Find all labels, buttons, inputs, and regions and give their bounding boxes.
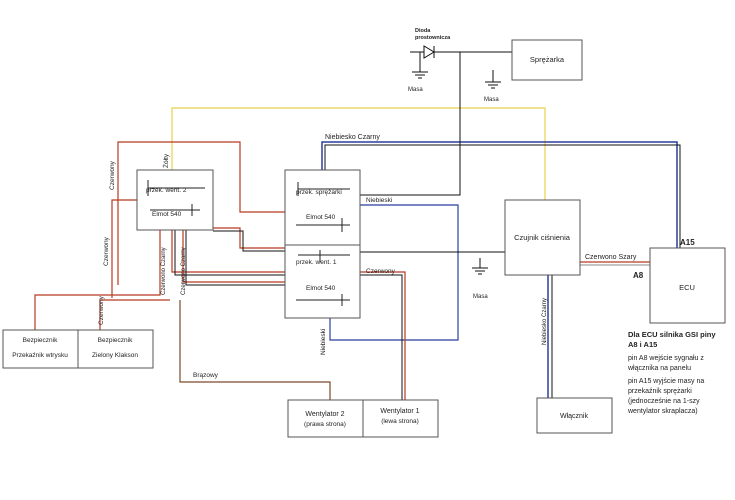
switch-label: Włącznik [560, 413, 589, 420]
wire-label-niebiesko-czarny-top: Niebiesko Czarny [325, 134, 380, 141]
fan1-desc: (lewa strona) [381, 418, 419, 425]
diode-label-2: prostownicza [415, 35, 451, 41]
ground-icon-diode [412, 71, 428, 79]
diode-icon [410, 45, 440, 59]
wire-label-brazowy: Brązowy [193, 372, 219, 379]
wire-label-zolty: Żółty [161, 153, 170, 168]
relay-went1-symbol [296, 250, 350, 306]
wire-red-black-2-black [185, 230, 320, 286]
fan2-title: Wentylator 2 [305, 411, 344, 418]
wire-blue-relayspr [329, 204, 459, 341]
wire-brown-fan2 [179, 300, 331, 400]
wire-yellow [171, 107, 546, 200]
fan1-box [362, 399, 439, 438]
wire-label-czerwono-szary: Czerwono Szary [585, 254, 637, 261]
ecu-note-line-5: pin A15 wyjście masy na [628, 378, 704, 385]
relay-went2-label: przek. went. 2 [146, 187, 187, 194]
fuse-2-box [77, 329, 154, 369]
wire-label-czerwony-1: Czerwony [109, 160, 116, 190]
wire-relay2-to-relay1-black [213, 230, 300, 252]
ecu-note-line-8: wentylator skraplacza) [627, 408, 698, 415]
fuse-1-box [2, 329, 79, 369]
pressure-sensor-box [504, 199, 581, 276]
wire-red-left-bottom [34, 230, 161, 330]
wire-red-left-2 [111, 199, 140, 298]
wire-label-niebieski-lower: Niebieski [320, 329, 327, 355]
wire-label-niebiesko-czarny-right: Niebiesko Czarny [542, 298, 548, 345]
relay-went2-box [136, 169, 214, 231]
ecu-note-line-3: pin A8 wejście sygnału z [628, 355, 704, 362]
wire-compressor-down [345, 52, 461, 196]
fuse-2-desc: Zielony Klakson [92, 352, 138, 359]
wire-label-czerwony-4: Czerwony [366, 268, 396, 275]
fan2-box [287, 399, 364, 438]
wire-label-czerwono-czarny-1: Czerwono Czarny [161, 247, 167, 295]
relay-went2-model: Elmot 540 [152, 211, 182, 218]
wire-blue-black-top-blue [321, 141, 678, 248]
relay-sprezarki-model: Elmot 540 [306, 214, 336, 221]
ecu-note-line-1: Dla ECU silnika GSI piny [628, 330, 716, 339]
wire-red-left-bottom-2 [99, 299, 170, 330]
wire-label-czerwono-czarny-2: Czerwono Czarny [181, 247, 187, 295]
pressure-sensor-label: Czujnik ciśnienia [514, 233, 571, 242]
mass-label-compressor: Masa [484, 97, 499, 103]
fuse-2-title: Bezpiecznik [98, 337, 133, 344]
wire-red-black-2-red [182, 230, 320, 283]
fan2-desc: (prawa strona) [304, 421, 346, 428]
ground-icon-compressor [485, 81, 501, 89]
wire-relay2-to-relay1 [213, 227, 300, 249]
ecu-note-line-6: przekaźnik sprężarki [628, 388, 692, 395]
relay-sprezarki-symbol [296, 182, 350, 232]
ecu-box [649, 247, 726, 324]
wire-red-black-1-red [171, 230, 300, 273]
wire-label-czerwony-3: Czerwony [98, 295, 105, 325]
mass-label-sensor: Masa [473, 294, 488, 300]
ecu-label: ECU [679, 283, 695, 292]
fuse-1-title: Bezpiecznik [23, 337, 58, 344]
ecu-note-line-7: (jednocześnie na 1-szy [628, 398, 700, 405]
ecu-note-line-2: A8 i A15 [628, 340, 657, 349]
ecu-note: Dla ECU silnika GSI piny A8 i A15 pin A8… [627, 330, 716, 415]
relay-went2-symbol [147, 180, 205, 216]
wire-red-relay2-to-relayspr [117, 141, 300, 285]
relay-went1-label: przek. went. 1 [296, 259, 337, 266]
wire-red-fan1 [345, 271, 406, 400]
wire-black-fan1 [345, 274, 403, 400]
wire-red-black-1-black [174, 230, 300, 276]
mass-label-diode: Masa [408, 87, 423, 93]
wire-label-niebieski: Niebieski [366, 197, 392, 204]
ecu-pin-a15: A15 [680, 238, 695, 247]
compressor-box [511, 39, 583, 81]
ecu-pin-a8: A8 [633, 271, 644, 280]
compressor-label: Sprężarka [530, 55, 565, 64]
fuse-1-desc: Przekaźnik wtrysku [12, 352, 68, 359]
relay-went1-model: Elmot 540 [306, 285, 336, 292]
wire-label-czerwony-2: Czerwony [103, 236, 110, 266]
wire-blue-black-top-black [324, 144, 681, 248]
diode-label-1: Dioda [415, 28, 431, 34]
relay-sprezarki-box [284, 169, 361, 246]
relay-sprezarki-label: przek. sprężarki [296, 189, 342, 196]
relay-went1-box [284, 244, 361, 319]
ground-icon-sensor [472, 267, 488, 275]
switch-box [536, 397, 613, 434]
ecu-note-line-4: włącznika na panelu [627, 365, 691, 372]
fan1-title: Wentylator 1 [380, 408, 419, 415]
